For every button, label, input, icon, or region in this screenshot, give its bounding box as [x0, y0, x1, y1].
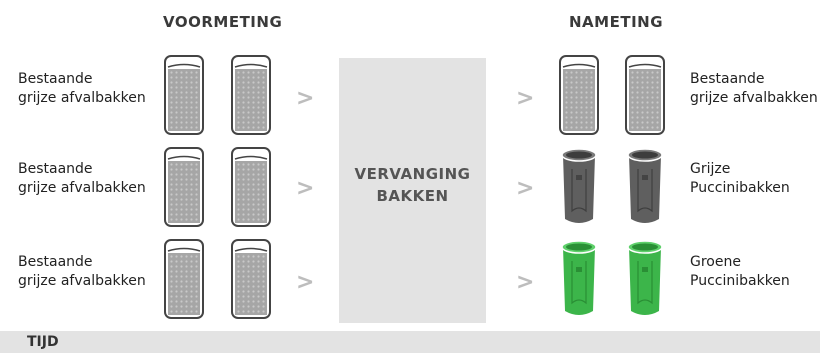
row3-mesh-bin-2 — [230, 239, 272, 319]
row2-right-label-line2: Puccinibakken — [690, 180, 790, 196]
row2-left-label-line1: Bestaande — [18, 161, 93, 177]
replacement-box: VERVANGING BAKKEN — [339, 58, 486, 323]
row1-mesh-bin-2 — [230, 55, 272, 135]
row3-green-puccini-bin-2 — [624, 239, 666, 319]
timeline-label: TIJD — [27, 334, 59, 350]
row3-green-puccini-bin-1 — [558, 239, 600, 319]
row3-mesh-bin-1 — [163, 239, 205, 319]
row2-grey-puccini-bin-2 — [624, 147, 666, 227]
row3-left-label-line1: Bestaande — [18, 254, 93, 270]
row3-arrow-right: > — [516, 270, 535, 295]
row2-mesh-bin-2 — [230, 147, 272, 227]
row2-right-label-line1: Grijze — [690, 161, 731, 177]
row2-arrow-left: > — [296, 176, 315, 201]
row1-after-bin-2 — [624, 55, 666, 135]
row2-left-label-line2: grijze afvalbakken — [18, 180, 146, 196]
row3-left-label: Bestaande grijze afvalbakken — [18, 253, 146, 291]
row2-right-label: Grijze Puccinibakken — [690, 160, 790, 198]
row1-right-label-line1: Bestaande — [690, 71, 765, 87]
row1-after-bin-1 — [558, 55, 600, 135]
row1-left-label: Bestaande grijze afvalbakken — [18, 70, 146, 108]
row3-arrow-left: > — [296, 270, 315, 295]
row3-right-label: Groene Puccinibakken — [690, 253, 790, 291]
row2-left-label: Bestaande grijze afvalbakken — [18, 160, 146, 198]
row1-arrow-right: > — [516, 86, 535, 111]
replacement-label: VERVANGING BAKKEN — [339, 163, 486, 207]
row1-left-label-line2: grijze afvalbakken — [18, 90, 146, 106]
row1-arrow-left: > — [296, 86, 315, 111]
row2-grey-puccini-bin-1 — [558, 147, 600, 227]
row1-mesh-bin-1 — [163, 55, 205, 135]
replacement-label-line2: BAKKEN — [376, 187, 449, 205]
row1-right-label: Bestaande grijze afvalbakken — [690, 70, 818, 108]
row2-mesh-bin-1 — [163, 147, 205, 227]
replacement-label-line1: VERVANGING — [354, 165, 471, 183]
nameting-heading: NAMETING — [569, 13, 664, 31]
row2-arrow-right: > — [516, 176, 535, 201]
row1-left-label-line1: Bestaande — [18, 71, 93, 87]
voormeting-heading: VOORMETING — [163, 13, 283, 31]
row3-left-label-line2: grijze afvalbakken — [18, 273, 146, 289]
row3-right-label-line1: Groene — [690, 254, 741, 270]
row1-right-label-line2: grijze afvalbakken — [690, 90, 818, 106]
timeline-bar: TIJD — [0, 331, 820, 353]
row3-right-label-line2: Puccinibakken — [690, 273, 790, 289]
